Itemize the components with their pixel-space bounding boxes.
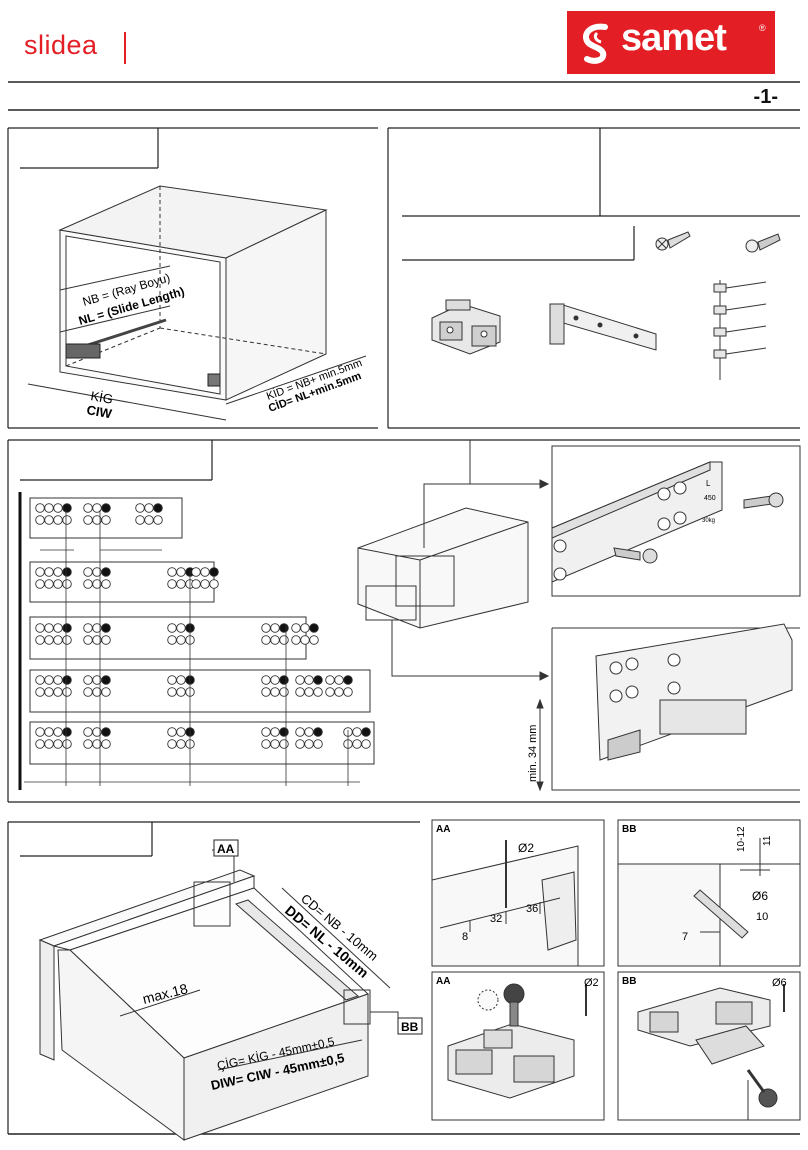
ciw-label: CIW — [85, 402, 113, 421]
hole — [101, 739, 111, 749]
mounting-hole — [101, 623, 111, 633]
bb-label: BB — [401, 1020, 419, 1034]
section4-labels: AA BB CD= NB - 10mm DD= NL - 10mm max.18… — [141, 839, 423, 1093]
aa-label: AA — [217, 842, 235, 856]
hole — [153, 515, 163, 525]
kig-label: KİG — [89, 388, 114, 407]
section4-frame — [7, 821, 420, 1134]
detail-aa-top-d2: 32 — [490, 913, 502, 925]
mounting-hole — [62, 675, 72, 685]
mounting-hole — [343, 675, 353, 685]
mounting-hole — [62, 623, 72, 633]
hole — [62, 635, 72, 645]
hole — [101, 687, 111, 697]
detail-bb-bottom — [617, 971, 801, 1121]
page-number: -1- — [753, 86, 778, 108]
mounting-hole — [361, 727, 371, 737]
mounting-hole — [62, 727, 72, 737]
detail-aa-top-d1: 8 — [462, 931, 468, 943]
samet-swirl-icon — [583, 23, 608, 64]
detail-bb-top-tag: BB — [622, 824, 636, 835]
section1-frame — [7, 127, 378, 429]
detail-bb-bottom-dia: Ø6 — [772, 977, 787, 989]
drawer-drawing — [38, 849, 399, 1141]
detail-aa-top-d3: 36 — [526, 903, 538, 915]
hole — [343, 687, 353, 697]
hole-groups — [35, 503, 371, 749]
bracket-mark-l: L — [706, 479, 711, 488]
mounting-hole — [101, 567, 111, 577]
rear-bracket-icon — [549, 303, 657, 351]
bracket-mark-code: 30kg — [702, 518, 715, 524]
mounting-hole — [62, 503, 72, 513]
detail-bb-top-dia: Ø6 — [752, 889, 768, 903]
section2-frame — [387, 127, 800, 429]
mounting-hole — [62, 567, 72, 577]
hole — [209, 579, 219, 589]
detail-aa-bottom-tag: AA — [436, 976, 450, 987]
detail-bb-top-d1: 10-12 — [736, 826, 747, 852]
detail-aa-top-dia: Ø2 — [518, 841, 534, 855]
screw-flat-icon — [655, 231, 691, 251]
hole — [62, 739, 72, 749]
mounting-hole — [309, 623, 319, 633]
detail-aa-bottom-dia: Ø2 — [584, 977, 599, 989]
mounting-hole — [101, 727, 111, 737]
mounting-hole — [101, 503, 111, 513]
detail-bracket-top — [551, 445, 801, 597]
hole — [313, 739, 323, 749]
slidea-logo: slidea — [24, 30, 134, 66]
detail-aa-top — [431, 819, 605, 967]
section3-frame — [7, 439, 800, 803]
screw-strip-icon — [713, 280, 767, 380]
samet-logo: samet ® — [567, 11, 775, 74]
detail-aa-bottom — [431, 971, 605, 1121]
drilling-jig-icon — [431, 299, 501, 355]
hole — [313, 687, 323, 697]
drawer-box-drawing — [357, 440, 550, 681]
mounting-hole — [101, 675, 111, 685]
hole — [101, 635, 111, 645]
pattern-dimension-lines — [24, 510, 360, 786]
hole — [62, 687, 72, 697]
cabinet-drawing — [27, 185, 367, 421]
mounting-hole — [153, 503, 163, 513]
bracket-mark-size: 450 — [704, 495, 716, 502]
detail-bb-top-d3: 10 — [756, 911, 768, 923]
detail-aa-top-tag: AA — [436, 824, 450, 835]
mounting-hole — [313, 675, 323, 685]
detail-bb-bottom-tag: BB — [622, 976, 636, 987]
hole — [62, 515, 72, 525]
hole — [309, 635, 319, 645]
slidea-logo-divider — [124, 32, 126, 64]
detail-bb-top-d2: 11 — [762, 835, 773, 846]
hole — [361, 739, 371, 749]
screw-euro-icon — [745, 233, 781, 253]
hole — [62, 579, 72, 589]
aa-tag — [213, 839, 239, 857]
min-height-label: min. 34 mm — [527, 725, 539, 782]
bb-tag — [397, 1017, 423, 1035]
mounting-hole — [313, 727, 323, 737]
detail-bracket-bottom — [536, 623, 800, 792]
mounting-hole — [209, 567, 219, 577]
hole — [101, 579, 111, 589]
hole — [101, 515, 111, 525]
detail-bb-top-d4: 7 — [682, 931, 688, 943]
detail-bb-top — [617, 819, 801, 967]
